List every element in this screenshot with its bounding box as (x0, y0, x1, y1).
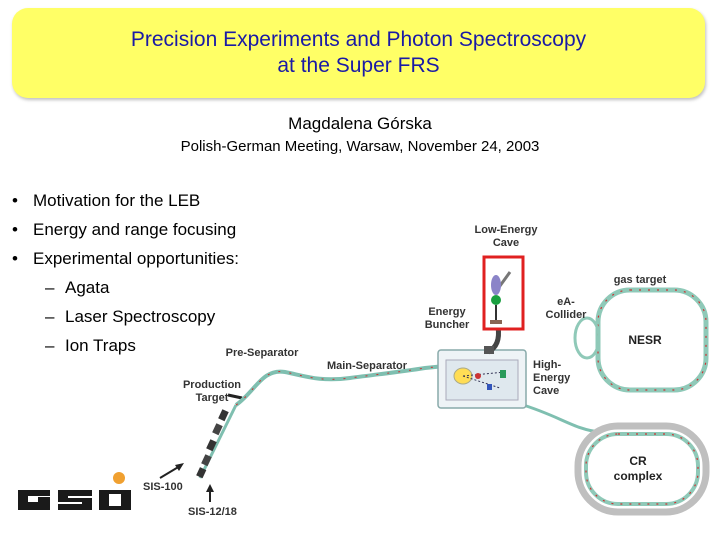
title-banner: Precision Experiments and Photon Spectro… (12, 8, 705, 98)
sub-bullet-text: Laser Spectroscopy (65, 306, 216, 326)
low-energy-cave-label-2: Cave (493, 237, 519, 249)
gas-target-label: gas target (614, 274, 667, 286)
sis100-arrow (159, 463, 184, 479)
production-target-label-2: Target (196, 392, 229, 404)
high-energy-cave-label-2: Energy (533, 372, 571, 384)
sub-bullet-text: Agata (65, 277, 110, 297)
title-line-2: at the Super FRS (277, 54, 440, 77)
bullet-marker: • (12, 219, 18, 239)
ea-collider-label-2: Collider (546, 309, 588, 321)
sub-bullet-marker: – (45, 335, 55, 355)
gsi-logo (18, 472, 131, 510)
sub-bullet-marker: – (45, 277, 55, 297)
bullet-list: • Motivation for the LEB • Energy and ra… (12, 186, 239, 360)
high-energy-cave-label-3: Cave (533, 385, 559, 397)
bullet-text: Experimental opportunities: (33, 248, 240, 268)
injection-beamline (196, 393, 243, 479)
production-target-label-1: Production (183, 379, 241, 391)
cr-complex-label-2: complex (614, 469, 663, 483)
energy-buncher-label-1: Energy (428, 306, 466, 318)
sis1218-arrow (206, 484, 214, 502)
bullet-item: • Energy and range focusing (12, 215, 239, 244)
sis1218-label: SIS-12/18 (188, 506, 237, 518)
title-line-1: Precision Experiments and Photon Spectro… (130, 28, 587, 51)
high-energy-cave-label-1: High- (533, 359, 561, 371)
bullet-item: • Experimental opportunities: (12, 244, 239, 273)
nesr-label: NESR (628, 333, 662, 347)
main-separator-label: Main-Separator (327, 360, 408, 372)
sub-bullet-item: – Laser Spectroscopy (12, 302, 239, 331)
bullet-text: Energy and range focusing (33, 219, 237, 239)
bullet-marker: • (12, 190, 18, 210)
low-energy-cave-box (482, 255, 525, 331)
pre-separator-label: Pre-Separator (226, 347, 299, 359)
bullet-item: • Motivation for the LEB (12, 186, 239, 215)
high-energy-cave-box (437, 349, 527, 409)
cr-ring (574, 422, 710, 516)
author-name: Magdalena Górska (288, 114, 432, 133)
sub-bullet-marker: – (45, 306, 55, 326)
low-energy-cave-label-1: Low-Energy (475, 224, 539, 236)
ea-collider-label-1: eA- (557, 296, 575, 308)
nesr-ring (573, 287, 709, 393)
sis100-label: SIS-100 (143, 481, 183, 493)
sub-bullet-item: – Agata (12, 273, 239, 302)
sub-bullet-item: – Ion Traps (12, 331, 239, 360)
energy-buncher-label-2: Buncher (425, 319, 470, 331)
cr-complex-label-1: CR (629, 454, 647, 468)
bullet-marker: • (12, 248, 18, 268)
meeting-info: Polish-German Meeting, Warsaw, November … (180, 138, 540, 155)
bullet-text: Motivation for the LEB (33, 190, 201, 210)
sub-bullet-text: Ion Traps (65, 335, 136, 355)
